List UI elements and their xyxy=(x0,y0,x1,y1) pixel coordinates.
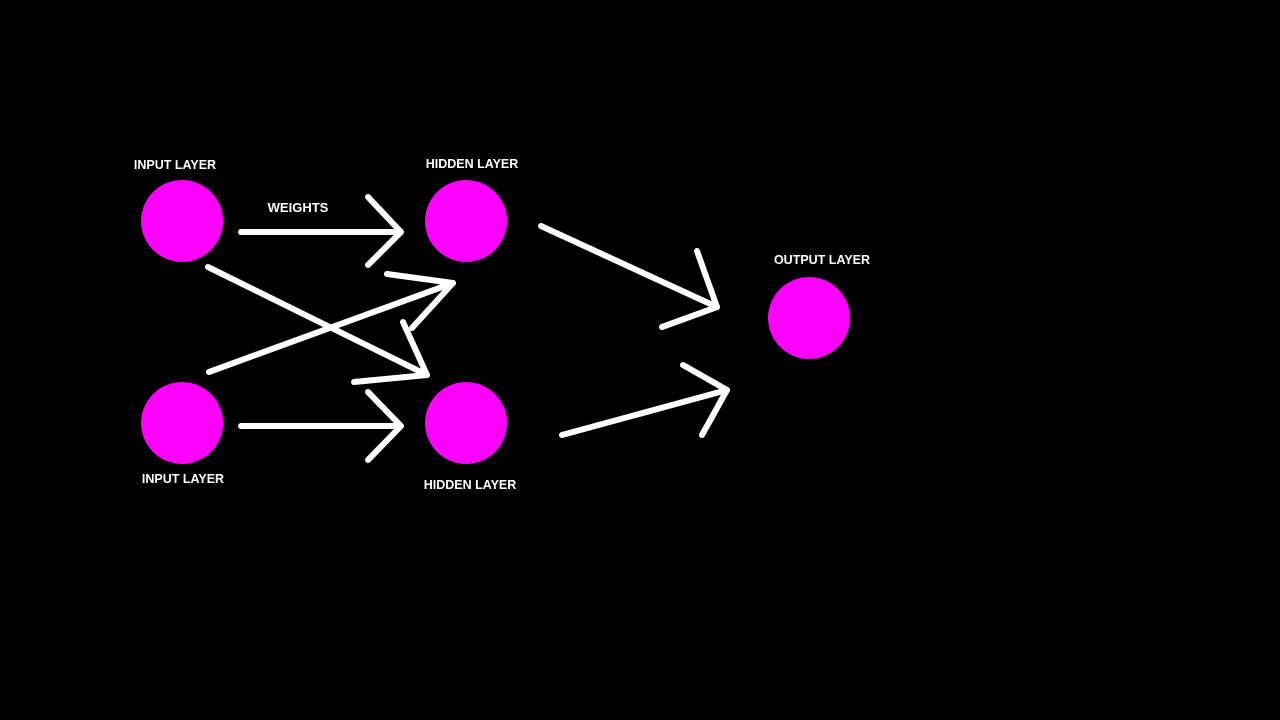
output-node xyxy=(768,277,850,359)
input-node-2 xyxy=(141,382,223,464)
arrow-hidden1-to-output xyxy=(538,223,720,330)
hidden-node-2 xyxy=(425,382,507,464)
hidden-layer-label-top: HIDDEN LAYER xyxy=(426,157,519,171)
input-node-1 xyxy=(141,180,223,262)
arrow-input1-to-hidden1 xyxy=(238,194,404,268)
input-layer-label-top: INPUT LAYER xyxy=(134,158,216,172)
arrow-input1-to-hidden2 xyxy=(205,264,430,385)
input-layer-label-bottom: INPUT LAYER xyxy=(142,472,224,486)
weights-label: WEIGHTS xyxy=(268,200,329,215)
arrow-hidden2-to-output xyxy=(559,362,730,438)
hidden-layer-label-bottom: HIDDEN LAYER xyxy=(424,478,517,492)
arrow-input2-to-hidden1 xyxy=(206,271,456,375)
hidden-node-1 xyxy=(425,180,507,262)
output-layer-label: OUTPUT LAYER xyxy=(774,253,870,267)
arrow-input2-to-hidden2 xyxy=(238,389,404,463)
